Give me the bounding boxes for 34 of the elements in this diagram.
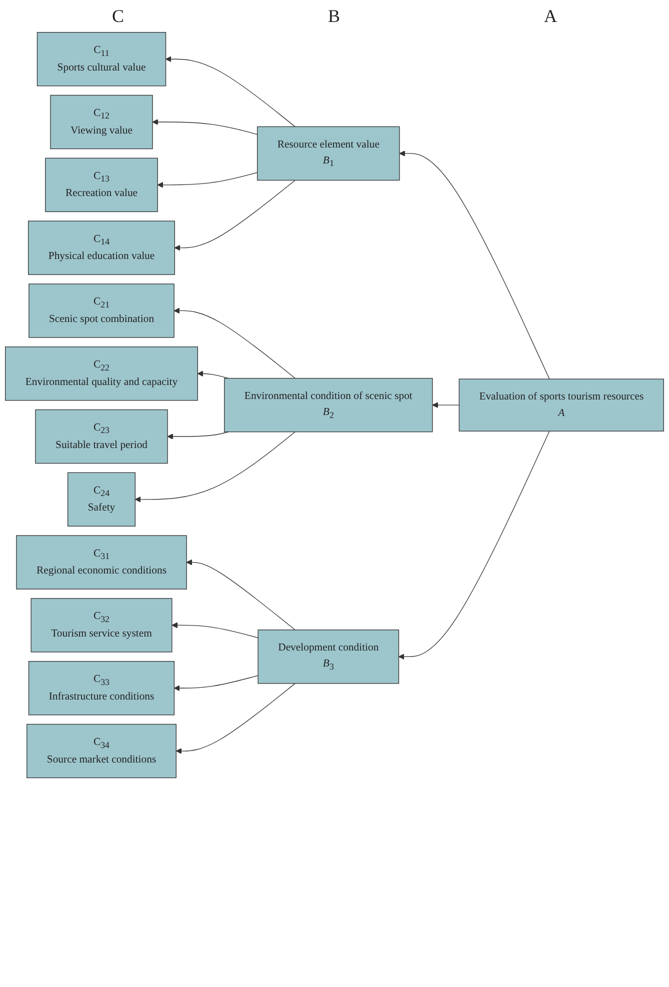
arrow	[399, 150, 550, 380]
node-box: C$_{11}$ Sports cultural value	[36, 32, 166, 86]
arrow	[152, 119, 258, 135]
node-box: Development condition B$_{3}$	[258, 630, 400, 684]
node-box: C$_{23}$ Suitable travel period	[35, 409, 168, 464]
column-heading: A	[544, 6, 557, 27]
arrow	[186, 559, 296, 630]
arrow	[197, 370, 229, 379]
node-box: Resource element value B$_{1}$	[257, 126, 400, 181]
arrow	[167, 432, 229, 440]
node-box: C$_{12}$ Viewing value	[50, 94, 153, 150]
node-box: C$_{24}$ Safety	[67, 472, 136, 527]
node-box: C$_{33}$ Infrastructure conditions	[28, 661, 175, 716]
arrow	[166, 56, 296, 128]
node-box: C$_{13}$ Recreation value	[45, 158, 158, 212]
node-box: Environmental condition of scenic spot B$_{2}$	[224, 378, 433, 432]
node-box: C$_{22}$ Environmental quality and capacity	[5, 346, 198, 401]
arrow	[174, 675, 258, 692]
arrow	[134, 432, 296, 502]
node-box: C$_{21}$ Scenic spot combination	[28, 284, 174, 338]
node-box: C$_{31}$ Regional economic conditions	[16, 535, 187, 590]
node-box: C$_{34}$ Source market conditions	[26, 724, 176, 778]
node-box: Evaluation of sports tourism resources A	[458, 378, 664, 432]
arrow	[172, 622, 258, 638]
node-box: C$_{14}$ Physical education value	[28, 220, 175, 275]
column-heading: C	[112, 6, 124, 27]
arrow	[174, 308, 296, 379]
arrow	[174, 180, 296, 251]
node-box: C$_{32}$ Tourism service system	[30, 598, 172, 652]
column-heading: B	[328, 6, 340, 27]
arrow	[176, 683, 296, 754]
arrow	[432, 402, 460, 408]
arrow	[157, 172, 258, 188]
arrow	[398, 430, 550, 660]
